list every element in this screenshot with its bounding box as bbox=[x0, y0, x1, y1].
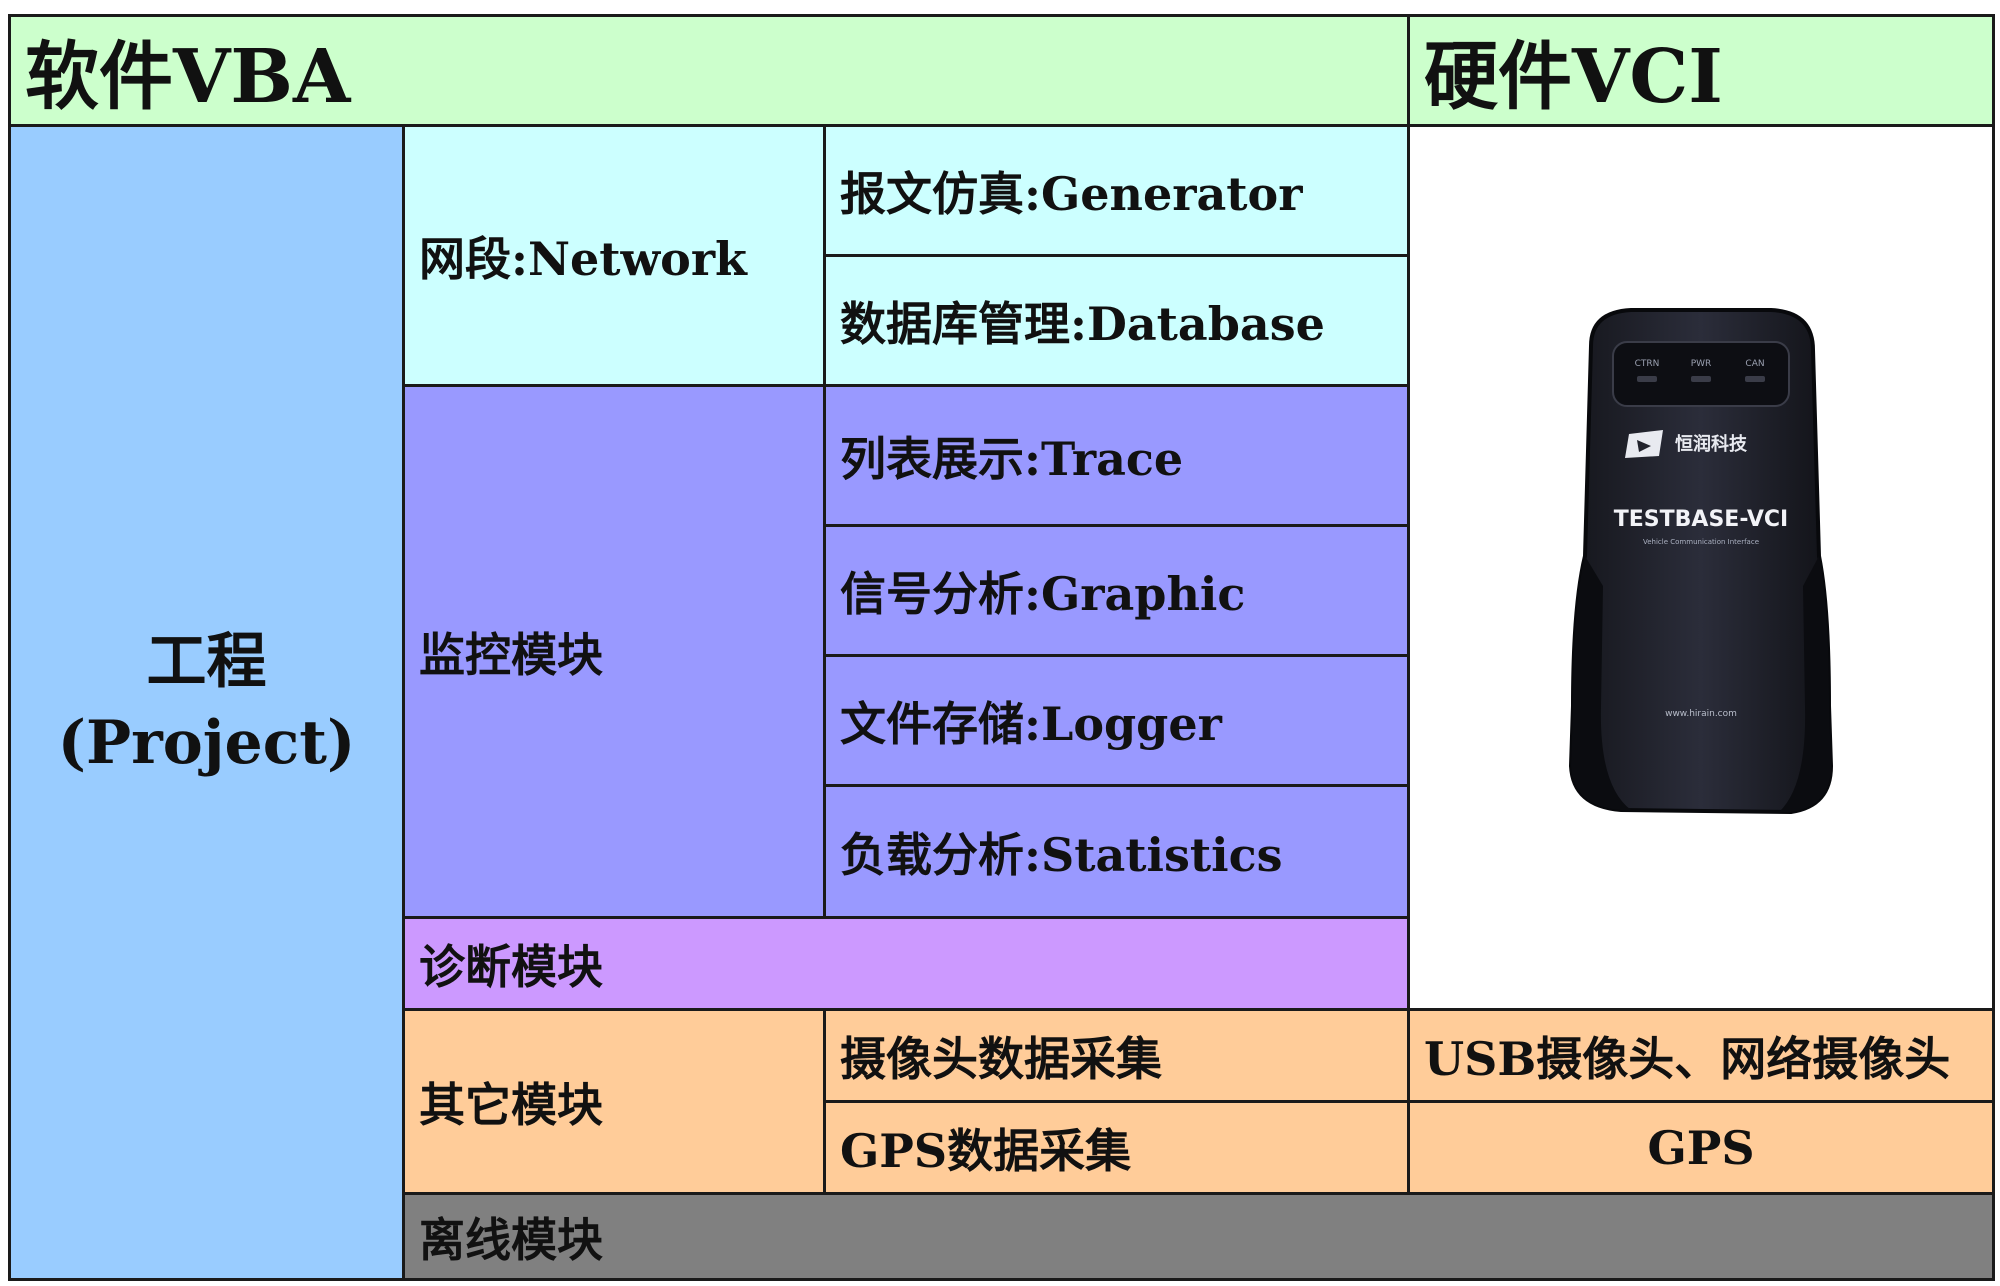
network-label: 网段:Network bbox=[402, 124, 826, 387]
network-item-generator: 报文仿真:Generator bbox=[823, 124, 1410, 257]
device-brand: 恒润科技 bbox=[1675, 433, 1748, 455]
project-cell: 工程 (Project) bbox=[8, 124, 405, 1281]
architecture-diagram: 软件VBA 硬件VCI 工程 (Project) 网段:Network 报文仿真… bbox=[8, 14, 1995, 1281]
device-caption: Vehicle Communication Interface bbox=[1643, 538, 1759, 546]
led-indicator bbox=[1691, 375, 1711, 382]
other-item-camera: 摄像头数据采集 bbox=[823, 1008, 1410, 1103]
monitor-item-statistics: 负载分析:Statistics bbox=[823, 784, 1410, 919]
hardware-vci-header: 硬件VCI bbox=[1407, 14, 1995, 127]
brand-logo-icon bbox=[1625, 429, 1663, 458]
other-item-gps: GPS数据采集 bbox=[823, 1100, 1410, 1195]
device-led-label: PWR bbox=[1691, 359, 1712, 369]
device-led-label: CAN bbox=[1745, 359, 1764, 369]
led-indicator bbox=[1637, 375, 1657, 382]
other-label: 其它模块 bbox=[402, 1008, 826, 1195]
monitor-item-logger: 文件存储:Logger bbox=[823, 654, 1410, 787]
device-side-left bbox=[1571, 555, 1631, 810]
led-panel bbox=[1612, 340, 1790, 407]
monitor-item-graphic: 信号分析:Graphic bbox=[823, 524, 1410, 657]
monitor-label: 监控模块 bbox=[402, 384, 826, 919]
software-vba-header: 软件VBA bbox=[8, 14, 1410, 127]
device-url: www.hirain.com bbox=[1665, 709, 1737, 719]
vci-device-image: CTRN PWR CAN 恒润科技 TESTBASE-VCI Vehicle C… bbox=[1568, 307, 1834, 814]
device-model: TESTBASE-VCI bbox=[1614, 507, 1788, 532]
monitor-item-trace: 列表展示:Trace bbox=[823, 384, 1410, 527]
architecture-table: 软件VBA 硬件VCI 工程 (Project) 网段:Network 报文仿真… bbox=[8, 14, 1995, 1281]
other-hardware-camera: USB摄像头、网络摄像头 bbox=[1407, 1008, 1995, 1103]
project-subtitle: (Project) bbox=[57, 707, 356, 778]
device-image-cell: CTRN PWR CAN 恒润科技 TESTBASE-VCI Vehicle C… bbox=[1407, 124, 1995, 1011]
other-hardware-gps: GPS bbox=[1407, 1100, 1995, 1195]
network-item-database: 数据库管理:Database bbox=[823, 254, 1410, 387]
led-indicator bbox=[1745, 375, 1765, 382]
device-led-label: CTRN bbox=[1635, 359, 1660, 369]
offline-label: 离线模块 bbox=[402, 1192, 1995, 1281]
device-side-right bbox=[1779, 555, 1831, 812]
diagnostics-label: 诊断模块 bbox=[402, 916, 1410, 1011]
project-title: 工程 bbox=[146, 626, 267, 697]
